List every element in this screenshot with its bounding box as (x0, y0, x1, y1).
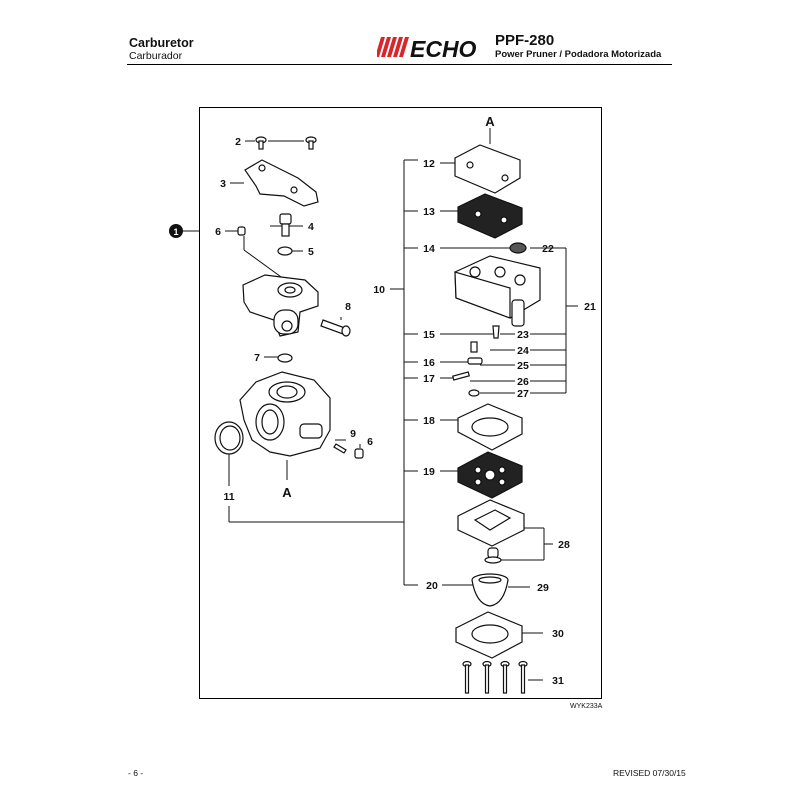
callout-15: 15 (423, 329, 435, 341)
callout-9: 9 (350, 428, 356, 440)
lever-part-25-icon (467, 357, 483, 365)
callout-28: 28 (558, 539, 570, 551)
callout-16: 16 (423, 357, 435, 369)
cap-part-6-icon (237, 226, 246, 236)
cap-part-6b-icon (354, 448, 364, 459)
page-header-right: PPF-280 Power Pruner / Podadora Motoriza… (495, 32, 661, 61)
needle-icon (492, 325, 500, 339)
callout-7: 7 (254, 352, 260, 364)
carburetor-body-icon (239, 371, 331, 457)
gasket-18-icon (457, 403, 523, 451)
callout-26: 26 (517, 376, 529, 388)
throttle-plate-icon (244, 159, 319, 207)
screw-part-9-icon (333, 443, 347, 454)
callout-30: 30 (552, 628, 564, 640)
callout-20: 20 (426, 580, 438, 592)
callout-24: 24 (517, 345, 529, 357)
callout-8: 8 (345, 301, 351, 313)
callout-11: 11 (223, 491, 234, 503)
view-marker-bottom: A (282, 485, 292, 500)
page-header-left: Carburetor Carburador (129, 36, 194, 62)
callout-2: 2 (235, 136, 241, 148)
upper-housing-icon (242, 274, 319, 337)
model-description: Power Pruner / Podadora Motorizada (495, 49, 662, 60)
washer-icon (277, 353, 293, 363)
screws-part-31-icon (462, 660, 528, 694)
pump-diaphragm-icon (457, 193, 523, 239)
primer-cover-icon (455, 611, 523, 659)
needle-valve-icon (279, 213, 292, 237)
assembly-marker-icon (169, 224, 183, 238)
screw-part-2b-icon (305, 136, 317, 150)
metering-cover-icon (457, 499, 525, 564)
callout-5: 5 (308, 246, 314, 258)
callout-13: 13 (423, 206, 435, 218)
intake-gasket-icon (214, 421, 244, 455)
callout-27: 27 (517, 388, 529, 400)
callout-4: 4 (308, 221, 314, 233)
view-marker-top: A (485, 114, 495, 129)
header-divider (127, 64, 672, 65)
diagram-frame (199, 107, 602, 699)
gasket-12-icon (454, 144, 521, 194)
drawing-code: WYK233A (570, 703, 603, 710)
model-number: PPF-280 (495, 32, 555, 49)
screw-part-27-icon (468, 389, 480, 397)
metering-diaphragm-icon (457, 451, 523, 499)
callout-6a: 6 (215, 226, 221, 238)
callout-10: 10 (373, 284, 385, 296)
callout-6b: 6 (367, 436, 373, 448)
callout-29: 29 (537, 582, 549, 594)
pin-part-17-icon (452, 371, 470, 381)
svg-text:ECHO: ECHO (410, 36, 477, 60)
page-title: Carburetor (129, 36, 194, 50)
callout-21: 21 (584, 301, 596, 313)
revision-date: REVISED 07/30/15 (613, 768, 686, 778)
page-number: - 6 - (128, 768, 144, 778)
callout-3: 3 (220, 178, 226, 190)
callout-23: 23 (517, 329, 529, 341)
echo-logo: ECHO (377, 36, 477, 60)
o-ring-icon (277, 246, 293, 256)
callout-14: 14 (423, 243, 435, 255)
page-subtitle: Carburador (129, 50, 183, 62)
spring-part-16-icon (470, 341, 478, 353)
screw-part-8-icon (320, 319, 351, 337)
callout-17: 17 (423, 373, 435, 385)
callout-18: 18 (423, 415, 435, 427)
callout-12: 12 (423, 158, 435, 170)
callout-22: 22 (542, 243, 554, 255)
assembly-marker-label: 1 (173, 227, 178, 237)
pump-cover-icon (454, 255, 541, 327)
callout-25: 25 (517, 360, 529, 372)
callout-19: 19 (423, 466, 435, 478)
screw-part-2a-icon (255, 136, 267, 150)
filter-screen-icon (509, 242, 527, 254)
callout-31: 31 (552, 675, 564, 687)
primer-bulb-icon (471, 573, 509, 607)
